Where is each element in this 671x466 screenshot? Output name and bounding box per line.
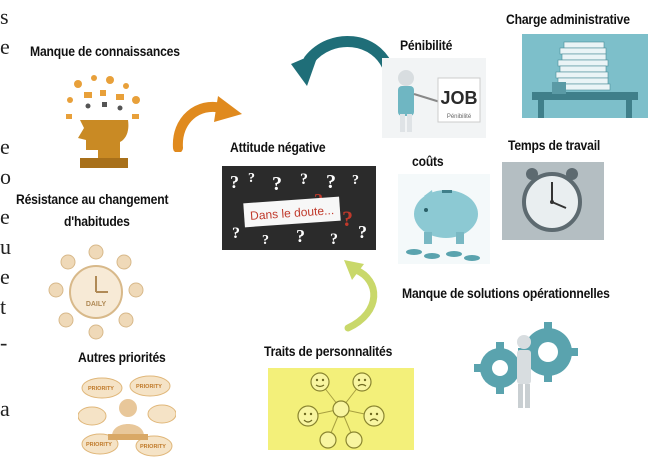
svg-text:?: ? — [358, 222, 367, 242]
label-traits-personnalites: Traits de personnalités — [264, 344, 393, 359]
piggy-bank-image — [398, 174, 490, 264]
label-manque-solutions: Manque de solutions opérationnelles — [402, 286, 610, 301]
traits-smileys-image — [268, 368, 414, 450]
svg-text:?: ? — [300, 171, 308, 188]
penibilite-caption-text: Pénibilité — [447, 114, 472, 120]
label-resistance-line1: Résistance au changement — [16, 192, 169, 207]
daily-text: DAILY — [86, 301, 107, 308]
svg-text:?: ? — [230, 172, 239, 192]
left-edge-text-3: e — [0, 134, 10, 159]
svg-text:?: ? — [232, 225, 240, 242]
priority-text-3: PRIORITY — [86, 442, 112, 448]
svg-text:?: ? — [248, 171, 255, 186]
svg-text:?: ? — [352, 173, 359, 188]
left-edge-text-8: t — [0, 294, 7, 319]
svg-text:?: ? — [296, 226, 305, 246]
label-penibilite: Pénibilité — [400, 38, 453, 53]
dans-le-doute-image: ?? ?? ?? ?? ?? ? ? ? Dans le doute... — [222, 166, 376, 250]
teal-curved-arrow — [285, 30, 395, 96]
daily-routine-image: DAILY — [46, 242, 146, 342]
left-edge-text-9: - — [0, 330, 8, 355]
left-edge-text-10: a — [0, 396, 10, 421]
label-resistance-line2: d'habitudes — [64, 214, 130, 229]
svg-text:?: ? — [330, 231, 338, 248]
priority-text-2: PRIORITY — [136, 384, 162, 390]
priority-text-1: PRIORITY — [88, 386, 114, 392]
svg-text:?: ? — [272, 173, 282, 195]
left-edge-text-2: e — [0, 34, 10, 59]
label-charge-administrative: Charge administrative — [506, 12, 630, 27]
label-autres-priorites: Autres priorités — [78, 350, 166, 365]
svg-text:?: ? — [342, 206, 353, 231]
clock-image — [502, 162, 604, 240]
label-manque-connaissances: Manque de connaissances — [30, 44, 180, 59]
knowledge-head-image — [58, 70, 150, 170]
yellow-green-curved-arrow — [338, 258, 386, 338]
priority-text-4: PRIORITY — [140, 444, 166, 450]
dans-le-doute-text: Dans le doute... — [250, 203, 335, 223]
priority-clouds-image: PRIORITY PRIORITY PRIORITY PRIORITY — [78, 374, 176, 460]
gears-image — [468, 312, 580, 412]
left-edge-text-5: e — [0, 204, 10, 229]
left-edge-text-6: u — [0, 234, 11, 259]
svg-text:?: ? — [326, 171, 336, 193]
paper-pile-image — [522, 34, 648, 118]
orange-curved-arrow — [168, 92, 244, 152]
left-edge-text-7: e — [0, 264, 10, 289]
svg-text:?: ? — [262, 233, 269, 248]
job-sign-text: JOB — [440, 88, 477, 108]
label-attitude-negative: Attitude négative — [230, 140, 326, 155]
left-edge-text-4: o — [0, 164, 11, 189]
left-edge-text-1: s — [0, 4, 9, 29]
label-temps-travail: Temps de travail — [508, 138, 601, 153]
penibilite-job-image: JOB Pénibilité — [382, 58, 486, 138]
label-couts: coûts — [412, 154, 444, 169]
